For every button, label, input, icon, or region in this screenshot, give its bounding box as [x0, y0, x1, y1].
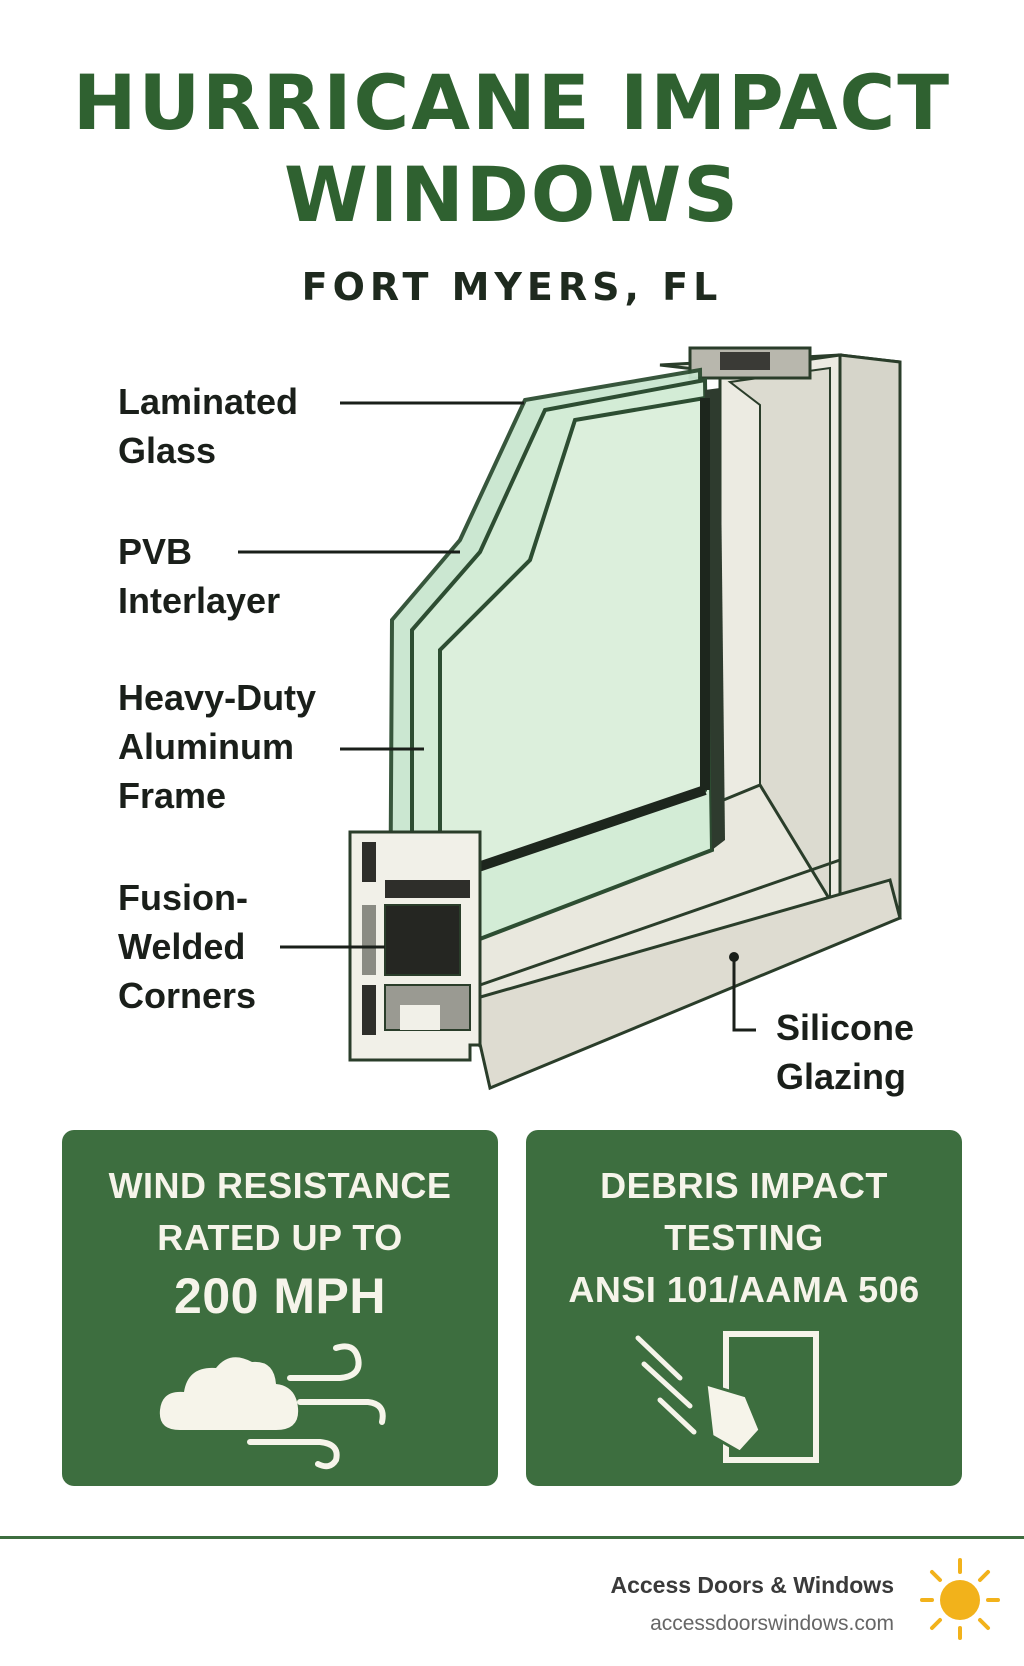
sun-icon: [920, 1558, 1000, 1640]
brand-name: Access Doors & Windows: [610, 1572, 894, 1598]
callout-fusion-welded-corners: Fusion- Welded Corners: [118, 873, 256, 1020]
debris-impact-icon: [635, 1331, 819, 1463]
card-line: TESTING: [664, 1217, 824, 1258]
callout-text: PVB: [118, 531, 193, 572]
wind-rating-value: 200 MPH: [174, 1268, 386, 1324]
callout-text: Interlayer: [118, 580, 281, 621]
card-line: ANSI 101/AAMA 506: [568, 1269, 920, 1310]
brand-url: accessdoorswindows.com: [650, 1612, 894, 1635]
subtitle: FORT MYERS, FL: [301, 265, 723, 309]
callout-text: Laminated: [118, 381, 299, 422]
callout-laminated-glass: Laminated Glass: [118, 377, 298, 475]
callout-text: Glazing: [776, 1056, 907, 1097]
wind-cloud-icon: [159, 1343, 386, 1470]
callout-text: Welded: [118, 926, 246, 967]
debris-impact-card: DEBRIS IMPACT TESTING ANSI 101/AAMA 506: [526, 1130, 962, 1486]
callout-text: Silicone: [776, 1007, 915, 1048]
callout-pvb-interlayer: PVB Interlayer: [118, 527, 280, 625]
card-line: WIND RESISTANCE: [108, 1165, 452, 1206]
callout-text: Aluminum: [118, 726, 294, 767]
leader-silicone-glazing: [732, 957, 756, 1032]
frame-right-face: [838, 353, 902, 920]
title-line-1: HURRICANE IMPACT: [72, 58, 952, 147]
callout-text: Corners: [118, 975, 257, 1016]
callout-text: Fusion-: [118, 877, 248, 918]
callout-aluminum-frame: Heavy-Duty Aluminum Frame: [118, 673, 316, 820]
title-line-2: WINDOWS: [284, 150, 740, 239]
sill-front: [468, 878, 902, 1091]
wind-resistance-card: WIND RESISTANCE RATED UP TO 200 MPH: [62, 1130, 498, 1486]
callout-text: Glass: [118, 430, 217, 471]
callout-text: Heavy-Duty: [118, 677, 317, 718]
callout-text: Frame: [118, 775, 227, 816]
window-cross-section-diagram: [238, 346, 902, 1091]
frame-chamber: [384, 904, 461, 976]
footer-divider: [0, 1536, 1024, 1539]
card-line: DEBRIS IMPACT: [600, 1165, 888, 1206]
card-line: RATED UP TO: [157, 1217, 403, 1258]
callout-silicone-glazing: Silicone Glazing: [776, 1003, 914, 1101]
